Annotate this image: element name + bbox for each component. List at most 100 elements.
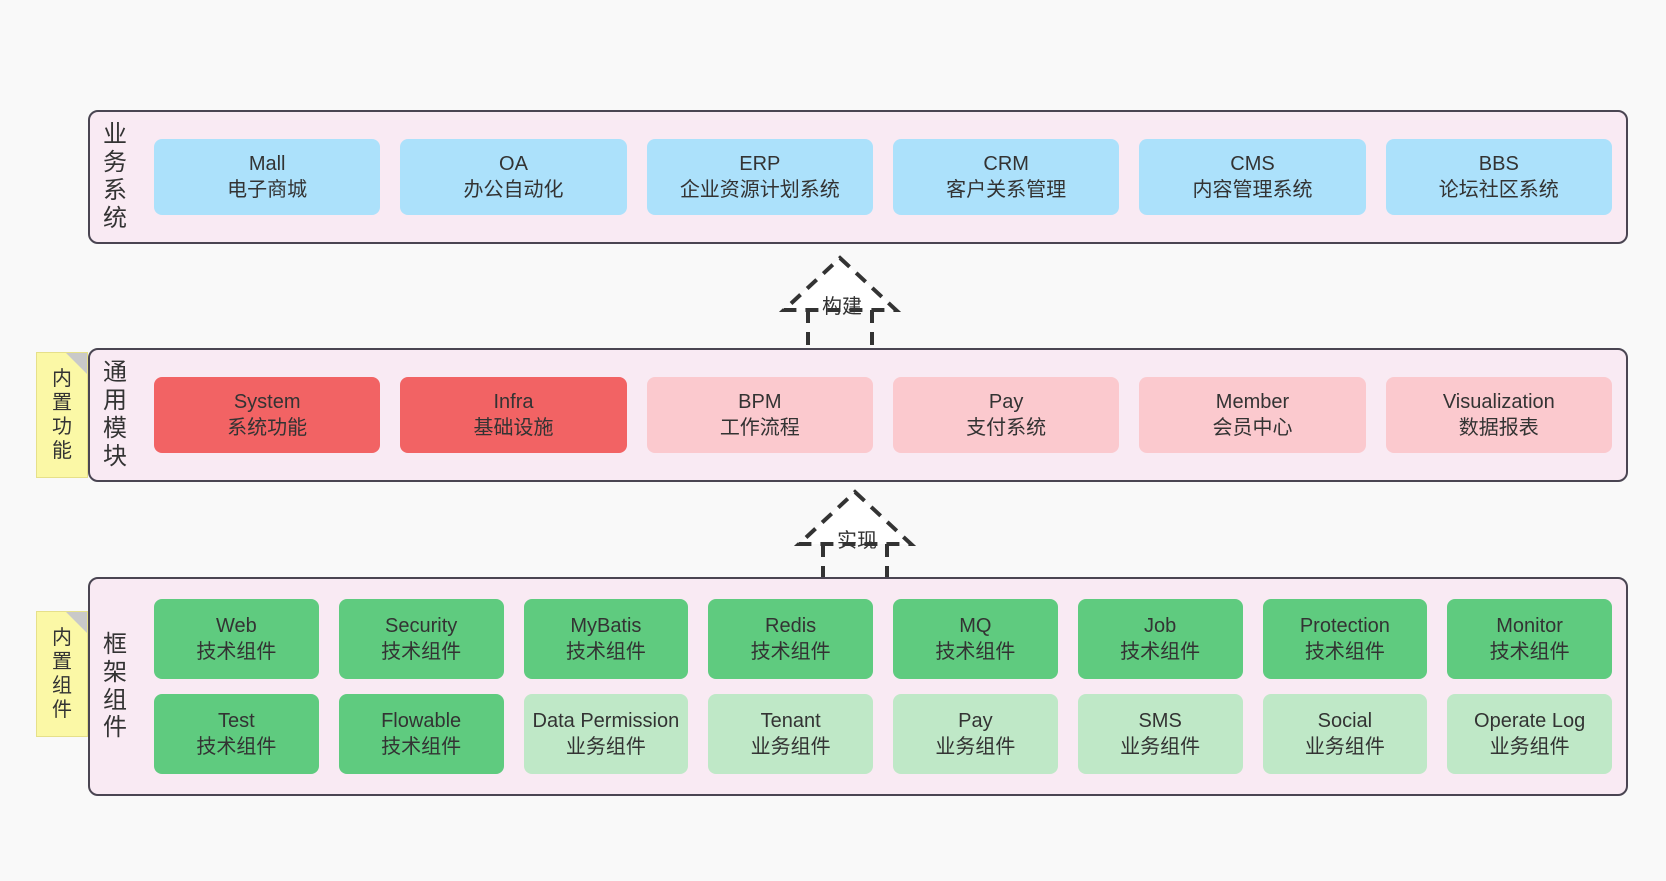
layer-common-modules: 通 用 模 块 System 系统功能 Infra 基础设施 BPM 工作流程 <box>88 348 1628 482</box>
card-oa[interactable]: OA 办公自动化 <box>400 139 627 215</box>
card-bpm-title: BPM <box>738 390 782 413</box>
layer-modules-label-char-2: 模 <box>103 415 127 442</box>
card-sms-subtitle: 业务组件 <box>1120 736 1201 758</box>
card-erp-title: ERP <box>739 152 781 175</box>
card-test[interactable]: Test 技术组件 <box>154 694 319 774</box>
card-bpm-subtitle: 工作流程 <box>719 417 800 439</box>
card-pay-component-subtitle: 业务组件 <box>935 736 1016 758</box>
card-protection-title: Protection <box>1299 614 1390 637</box>
layer-business-body: Mall 电子商城 OA 办公自动化 ERP 企业资源计划系统 CRM 客户关系… <box>140 112 1626 242</box>
card-cms[interactable]: CMS 内容管理系统 <box>1139 139 1366 215</box>
card-job-subtitle: 技术组件 <box>1120 641 1201 663</box>
note-framework-char-2: 组 <box>52 675 72 697</box>
card-mq[interactable]: MQ 技术组件 <box>893 599 1058 679</box>
layer-business-label-char-0: 业 <box>103 121 127 149</box>
card-visualization[interactable]: Visualization 数据报表 <box>1385 377 1612 453</box>
note-modules-char-2: 功 <box>52 416 72 438</box>
card-bpm[interactable]: BPM 工作流程 <box>646 377 873 453</box>
card-web-subtitle: 技术组件 <box>196 641 277 663</box>
card-mybatis-title: MyBatis <box>570 614 642 637</box>
card-tenant-title: Tenant <box>760 709 821 732</box>
card-security-title: Security <box>385 614 458 637</box>
connector-implement-label: 实现 <box>837 530 877 552</box>
card-sms-title: SMS <box>1138 709 1182 732</box>
card-cms-subtitle: 内容管理系统 <box>1192 179 1313 201</box>
card-infra[interactable]: Infra 基础设施 <box>400 377 627 453</box>
card-monitor-title: Monitor <box>1496 614 1563 637</box>
card-mall[interactable]: Mall 电子商城 <box>154 139 381 215</box>
card-flowable-subtitle: 技术组件 <box>381 736 462 758</box>
layer-modules-body: System 系统功能 Infra 基础设施 BPM 工作流程 Pay 支付系统… <box>140 350 1626 480</box>
card-bbs-subtitle: 论坛社区系统 <box>1438 179 1559 201</box>
card-visualization-title: Visualization <box>1442 390 1555 413</box>
card-redis[interactable]: Redis 技术组件 <box>708 599 873 679</box>
card-mq-title: MQ <box>959 614 992 637</box>
card-sms[interactable]: SMS 业务组件 <box>1077 694 1243 774</box>
card-data-permission-subtitle: 业务组件 <box>565 736 646 758</box>
card-pay-module-subtitle: 支付系统 <box>966 417 1047 439</box>
page-fold-icon <box>66 612 87 633</box>
note-modules-char-3: 能 <box>52 440 72 462</box>
card-test-subtitle: 技术组件 <box>196 736 277 758</box>
card-security[interactable]: Security 技术组件 <box>338 599 504 679</box>
connector-build: 构建 <box>750 254 930 354</box>
layer-modules-label-char-1: 用 <box>103 387 127 415</box>
card-bbs-title: BBS <box>1478 152 1519 175</box>
layer-business-systems: 业 务 系 统 Mall 电子商城 OA 办公自动化 ERP 企业资源计划系统 <box>88 110 1628 244</box>
card-data-permission-title: Data Permission <box>532 709 680 732</box>
layer-framework-body: Web 技术组件 Security 技术组件 MyBatis 技术组件 Redi… <box>140 579 1626 794</box>
card-crm[interactable]: CRM 客户关系管理 <box>892 139 1120 215</box>
connector-implement: 实现 <box>765 488 945 588</box>
layer-framework-label-char-0: 框 <box>103 630 127 658</box>
card-flowable[interactable]: Flowable 技术组件 <box>338 694 504 774</box>
card-protection[interactable]: Protection 技术组件 <box>1262 599 1428 679</box>
card-social-subtitle: 业务组件 <box>1304 736 1385 758</box>
card-operate-log-title: Operate Log <box>1474 709 1586 732</box>
card-data-permission[interactable]: Data Permission 业务组件 <box>523 694 689 774</box>
card-pay-module-title: Pay <box>988 390 1024 413</box>
card-operate-log[interactable]: Operate Log 业务组件 <box>1447 694 1612 774</box>
card-cms-title: CMS <box>1230 152 1275 175</box>
card-pay-module[interactable]: Pay 支付系统 <box>892 377 1120 453</box>
card-visualization-subtitle: 数据报表 <box>1458 417 1539 439</box>
card-crm-title: CRM <box>983 152 1029 175</box>
card-social[interactable]: Social 业务组件 <box>1262 694 1428 774</box>
card-pay-component-title: Pay <box>958 709 993 732</box>
card-tenant[interactable]: Tenant 业务组件 <box>708 694 873 774</box>
framework-row-1: Web 技术组件 Security 技术组件 MyBatis 技术组件 Redi… <box>154 599 1612 679</box>
card-redis-title: Redis <box>765 614 817 637</box>
layer-framework-label-char-3: 件 <box>103 714 127 742</box>
card-test-title: Test <box>218 709 255 732</box>
card-security-subtitle: 技术组件 <box>381 641 462 663</box>
connector-build-label: 构建 <box>822 296 862 318</box>
card-mall-subtitle: 电子商城 <box>227 179 308 201</box>
layer-modules-label-char-0: 通 <box>103 359 127 387</box>
card-mybatis[interactable]: MyBatis 技术组件 <box>523 599 689 679</box>
card-monitor-subtitle: 技术组件 <box>1489 641 1570 663</box>
card-protection-subtitle: 技术组件 <box>1304 641 1385 663</box>
card-mall-title: Mall <box>248 152 286 175</box>
card-bbs[interactable]: BBS 论坛社区系统 <box>1385 139 1612 215</box>
card-member[interactable]: Member 会员中心 <box>1139 377 1366 453</box>
card-member-title: Member <box>1215 390 1290 413</box>
card-job[interactable]: Job 技术组件 <box>1077 599 1243 679</box>
card-crm-subtitle: 客户关系管理 <box>946 179 1067 201</box>
card-erp[interactable]: ERP 企业资源计划系统 <box>646 139 873 215</box>
card-system[interactable]: System 系统功能 <box>154 377 381 453</box>
layer-business-label-char-3: 统 <box>103 204 127 232</box>
layer-framework-label-char-2: 组 <box>103 686 127 714</box>
layer-business-label: 业 务 系 统 <box>90 112 140 242</box>
card-mybatis-subtitle: 技术组件 <box>565 641 646 663</box>
layer-business-label-char-1: 务 <box>103 149 127 177</box>
layer-framework-components: 框 架 组 件 Web 技术组件 Security 技术组件 MyBatis 技… <box>88 577 1628 796</box>
card-infra-subtitle: 基础设施 <box>473 417 554 439</box>
note-framework-char-1: 置 <box>52 651 72 673</box>
card-operate-log-subtitle: 业务组件 <box>1489 736 1570 758</box>
card-web[interactable]: Web 技术组件 <box>154 599 319 679</box>
layer-modules-label-char-3: 块 <box>103 442 127 470</box>
card-job-title: Job <box>1144 614 1177 637</box>
card-monitor[interactable]: Monitor 技术组件 <box>1447 599 1612 679</box>
layer-business-label-char-2: 系 <box>103 177 127 204</box>
card-pay-component[interactable]: Pay 业务组件 <box>893 694 1058 774</box>
